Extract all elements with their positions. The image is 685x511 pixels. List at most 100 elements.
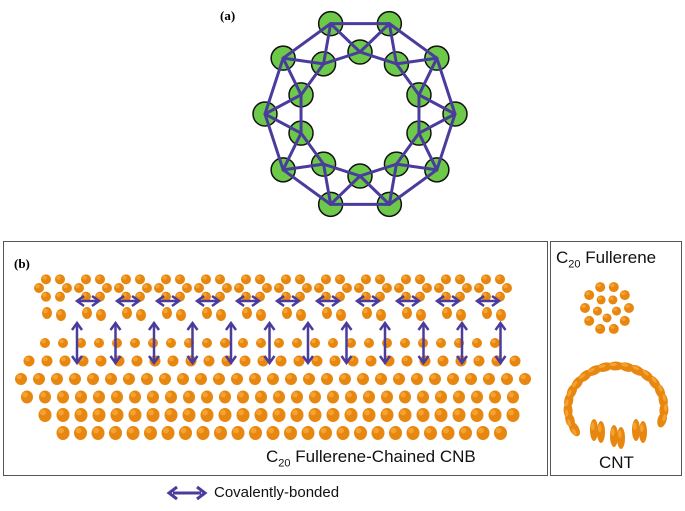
fullerene-atom-highlight (83, 308, 88, 314)
bond-group (263, 22, 457, 206)
fullerene-atom-highlight (456, 275, 461, 280)
tube-atom (319, 426, 332, 440)
tube-atom-highlight (220, 409, 226, 416)
tube-atom-highlight (473, 339, 478, 344)
fullerene-atom-highlight (176, 292, 181, 297)
tube-atom-highlight (24, 356, 30, 362)
tube-atom (93, 390, 105, 404)
tube-atom (92, 408, 106, 422)
horizontal-bond-arrow (394, 294, 422, 308)
fullerene-atom-highlight (475, 284, 480, 289)
c20-atom (619, 290, 630, 301)
fullerene-atom (502, 283, 512, 293)
fullerene-atom-highlight (82, 275, 87, 280)
fullerene-atom (375, 274, 385, 285)
tube-atom-highlight (310, 392, 316, 398)
tube-atom-highlight (484, 374, 490, 380)
tube-atom-highlight (304, 374, 310, 380)
c20-atom (608, 323, 619, 334)
fullerene-atom-highlight (56, 275, 61, 280)
tube-atom (365, 355, 377, 367)
tube-atom (339, 373, 351, 385)
tube-atom (472, 338, 482, 348)
tube-atom-highlight (425, 427, 432, 434)
tube-atom-highlight (508, 409, 514, 416)
fullerene-atom (416, 309, 426, 321)
tube-atom-highlight (124, 374, 130, 380)
tube-atom (57, 390, 69, 404)
tube-atom-highlight (437, 339, 442, 344)
tube-atom-highlight (130, 409, 136, 416)
fullerene-atom (415, 274, 425, 285)
panel-a-label: (a) (220, 8, 236, 23)
tube-atom-highlight (232, 374, 238, 380)
tube-atom (74, 408, 88, 422)
tube-atom (218, 408, 232, 422)
fullerene-atom-highlight (303, 284, 308, 289)
tube-atom (310, 338, 320, 348)
tube-atom (109, 426, 122, 440)
fullerene-atom-highlight (416, 292, 421, 297)
tube-atom (411, 373, 423, 385)
fullerene-atom (55, 291, 65, 302)
tube-atom-highlight (286, 374, 292, 380)
tube-atom (327, 390, 339, 404)
fullerene-atom (474, 283, 484, 293)
bond-line (394, 56, 439, 66)
fullerene-atom-highlight (322, 275, 327, 280)
tube-atom-highlight (215, 427, 222, 434)
tube-atom-highlight (149, 339, 154, 344)
fullerene-atom (202, 307, 212, 319)
tube-atom-highlight (145, 427, 152, 434)
horizontal-bond-arrow (74, 294, 102, 308)
tube-atom-highlight (490, 409, 496, 416)
tube-atom (111, 390, 123, 404)
fullerene-atom-highlight (275, 284, 280, 289)
fullerene-atom (402, 307, 412, 319)
bond-line (322, 162, 333, 206)
tube-atom-highlight (510, 356, 516, 362)
fullerene-atom-highlight (163, 308, 168, 314)
tube-atom (364, 338, 374, 348)
horizontal-bond-arrow (194, 294, 222, 308)
fullerene-atom-highlight (257, 310, 262, 316)
tube-atom (182, 408, 196, 422)
tube-atom-highlight (274, 409, 280, 416)
tube-atom (112, 338, 122, 348)
fullerene-atom (161, 274, 171, 285)
tube-atom (435, 390, 447, 404)
tube-atom-highlight (52, 374, 58, 380)
fullerene-atom (82, 307, 92, 319)
tube-atom-highlight (275, 339, 280, 344)
tube-atom (87, 373, 99, 385)
tube-atom (273, 390, 285, 404)
bond-line (322, 50, 362, 66)
atom-group (252, 10, 468, 218)
tube-atom (490, 338, 500, 348)
tube-atom (363, 390, 375, 404)
tube-atom (375, 373, 387, 385)
tube-atom-highlight (373, 427, 379, 434)
tube-atom (196, 426, 210, 440)
tube-atom (177, 373, 189, 385)
fullerene-atom-highlight (75, 284, 80, 289)
c20-atom (602, 313, 612, 323)
tube-atom (220, 338, 230, 348)
tube-atom-highlight (163, 427, 169, 434)
tube-atom (147, 390, 159, 404)
tube-atom-highlight (312, 356, 318, 362)
fullerene-atom-highlight (483, 308, 488, 314)
tube-atom (389, 426, 402, 440)
tube-atom-highlight (77, 339, 82, 344)
tube-atom-highlight (382, 409, 388, 416)
fullerene-atom (241, 274, 251, 285)
tube-atom-highlight (460, 427, 467, 434)
fullerene-atom-highlight (363, 308, 368, 314)
tube-atom (128, 408, 142, 422)
tube-atom (473, 355, 485, 367)
tube-atom (179, 426, 192, 440)
bond-line (358, 50, 398, 66)
tube-atom (308, 408, 322, 422)
tube-atom (130, 338, 140, 348)
fullerene-atom-highlight (115, 284, 120, 289)
